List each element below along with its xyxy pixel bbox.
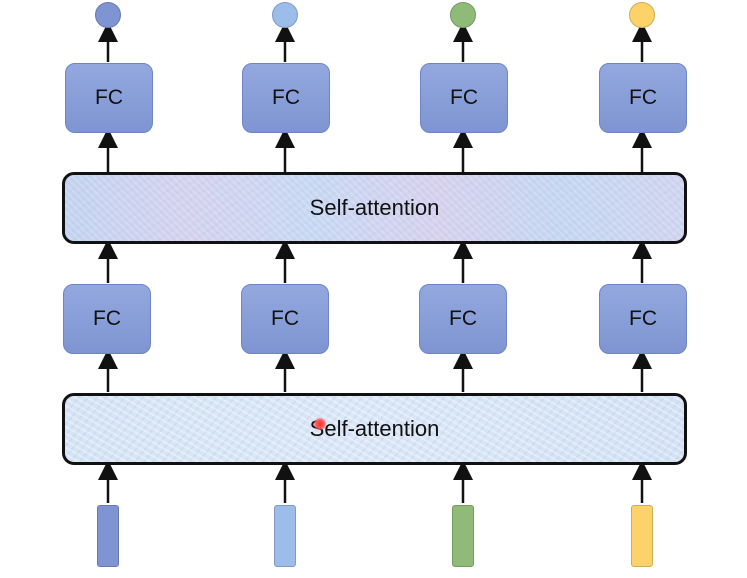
input-vector-2	[274, 505, 296, 567]
self-attention-label: Self-attention	[309, 416, 440, 441]
fc-label: FC	[629, 307, 657, 330]
output-circle-1	[95, 2, 121, 28]
fc-label: FC	[629, 86, 657, 109]
fc-label: FC	[272, 86, 300, 109]
fc-block-bottom-3: FC	[419, 284, 507, 354]
fc-block-top-1: FC	[65, 63, 153, 133]
fc-label: FC	[449, 307, 477, 330]
output-circle-2	[272, 2, 298, 28]
self-attention-block-top: Self-attention	[62, 172, 687, 244]
input-vector-3	[452, 505, 474, 567]
fc-block-top-2: FC	[242, 63, 330, 133]
input-vector-4	[631, 505, 653, 567]
fc-block-top-3: FC	[420, 63, 508, 133]
fc-label: FC	[271, 307, 299, 330]
fc-block-bottom-2: FC	[241, 284, 329, 354]
self-attention-label: Self-attention	[309, 195, 440, 220]
fc-block-bottom-1: FC	[63, 284, 151, 354]
fc-label: FC	[450, 86, 478, 109]
fc-label: FC	[93, 307, 121, 330]
pointer-dot	[314, 418, 326, 430]
fc-label: FC	[95, 86, 123, 109]
fc-block-top-4: FC	[599, 63, 687, 133]
output-circle-3	[450, 2, 476, 28]
input-vector-1	[97, 505, 119, 567]
output-circle-4	[629, 2, 655, 28]
self-attention-block-bottom: Self-attention	[62, 393, 687, 465]
fc-block-bottom-4: FC	[599, 284, 687, 354]
